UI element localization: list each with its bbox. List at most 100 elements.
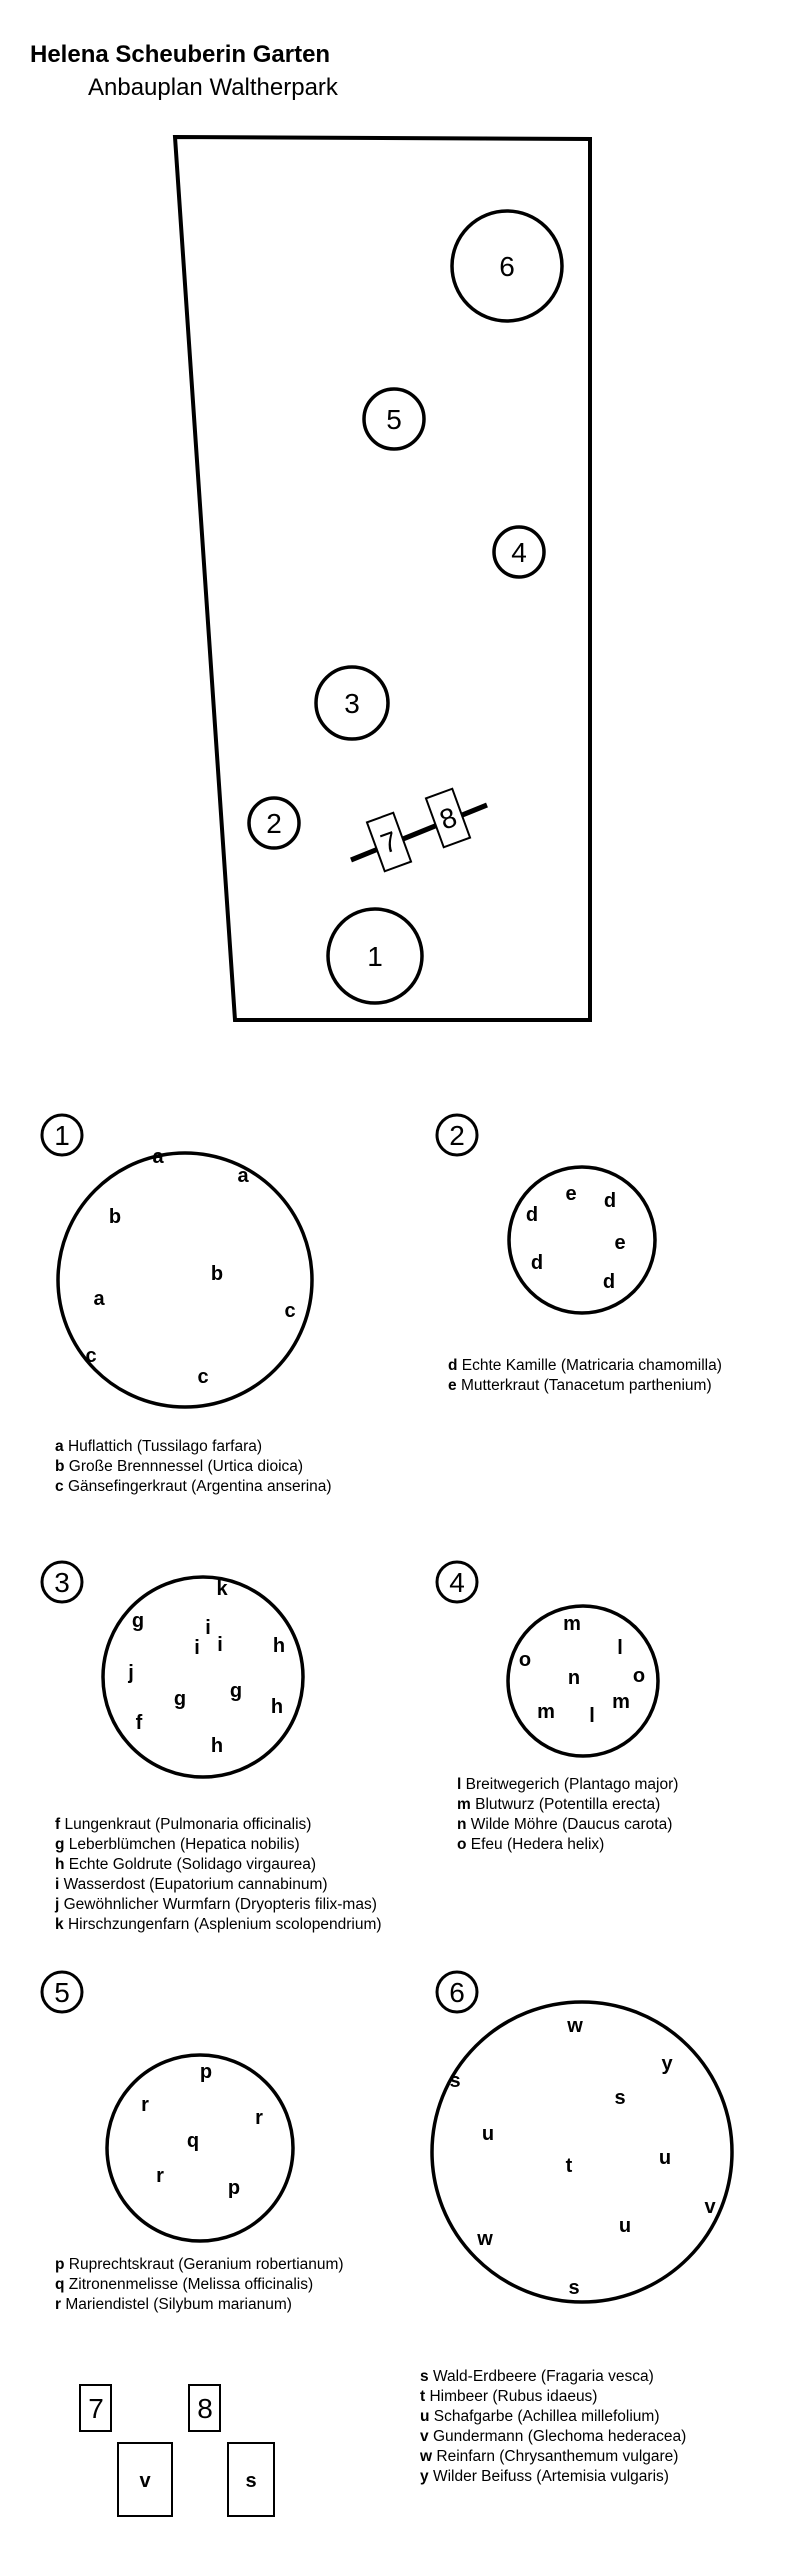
bed-4-plant: o [519,1649,531,1671]
bed-6-plant: w [476,2228,493,2250]
bed-1-badge-number: 1 [54,1120,70,1151]
bed-5-badge-number: 5 [54,1977,70,2008]
bed-2-plant: d [604,1190,616,1212]
box-7-planter [117,2442,173,2517]
plan-box-7: 7 [365,811,413,873]
bed-4-detail: 4 m l o n o m m l l Breitwegerich (Plant… [435,1560,683,1853]
box-7-plant: v [139,2470,151,2492]
bed-5-plant: r [141,2094,149,2116]
bed-5-plant: p [228,2177,240,2199]
bed-1-plant: a [93,1288,105,1310]
plan-box-8: 8 [424,787,472,849]
bed-1-detail: 1 a a b a b c c c a Huflattich (Tussilag… [40,1113,332,1495]
bed-4-legend: l Breitwegerich (Plantago major) m Blutw… [457,1776,683,1853]
bed-4-circle [506,1604,660,1758]
bed-4-plant: l [617,1637,623,1659]
bed-4-badge-number: 4 [449,1567,465,1598]
bed-6-badge-number: 6 [449,1977,465,2008]
bed-3-plant: j [127,1662,134,1684]
bed-4-plant: n [568,1667,580,1689]
bed-3-circle [101,1575,305,1779]
bed-5-plant: p [200,2061,212,2083]
bed-1-plant: c [284,1300,295,1322]
bed-3-plant: k [216,1578,228,1600]
box-7-detail: 7 v [79,2384,173,2517]
bed-3-plant: h [211,1735,223,1757]
plan-bed-1 [326,907,424,1005]
bed-1-legend: a Huflattich (Tussilago farfara) b Große… [55,1438,332,1495]
box-8-number: 8 [197,2393,213,2424]
bed-6-plant: u [659,2147,671,2169]
plan-bed-5-number: 5 [386,404,402,435]
bed-5-plant: q [187,2130,199,2152]
bed-5-badge [40,1970,84,2014]
box-8-label-frame [188,2384,221,2432]
bed-3-detail: 3 k g i i i h j g g h f h f Lungenkraut … [40,1560,382,1933]
bed-5-plant: r [255,2107,263,2129]
plan-bed-6-number: 6 [499,251,515,282]
bed-3-plant: g [174,1688,186,1710]
bed-3-plant: h [271,1696,283,1718]
bed-1-plant: a [152,1146,164,1168]
bed-6-plant: y [661,2053,673,2075]
plot-outline [172,134,592,1022]
plan-bed-4-number: 4 [511,537,527,568]
bed-2-badge [435,1113,479,1157]
bed-4-plant: l [589,1705,595,1727]
bed-4-plant: m [563,1613,581,1635]
bed-2-plant: d [603,1271,615,1293]
plan-fence-line [350,802,488,863]
page-subtitle: Anbauplan Waltherpark [88,74,339,101]
bed-5-legend: p Ruprechtskraut (Geranium robertianum) … [55,2256,348,2313]
bed-2-plant: e [565,1183,576,1205]
bed-6-plant: s [614,2087,625,2109]
bed-4-plant: m [537,1701,555,1723]
box-8-plant: s [245,2470,256,2492]
bed-2-legend: d Echte Kamille (Matricaria chamomilla) … [448,1357,726,1394]
bed-6-detail: 6 w y s s u u t v u w s s Wald-Erdbeere … [419,1970,734,2485]
bed-2-plant: d [526,1204,538,1226]
bed-4-badge [435,1560,479,1604]
bed-1-plant: a [237,1165,249,1187]
bed-1-plant: b [211,1263,223,1285]
plan-bed-5 [362,387,426,451]
bed-2-detail: 2 e d d e d d d Echte Kamille (Matricari… [435,1113,726,1394]
bed-1-plant: b [109,1206,121,1228]
bed-4-plant: o [633,1665,645,1687]
plan-bed-1-number: 1 [367,941,383,972]
bed-3-plant: i [217,1634,223,1656]
plan-bed-3 [314,665,390,741]
plan-bed-2 [247,796,301,850]
box-7-number: 7 [88,2393,104,2424]
bed-2-plant: e [614,1232,625,1254]
bed-2-plant: d [531,1252,543,1274]
bed-6-plant: s [568,2277,579,2299]
bed-4-plant: m [612,1691,630,1713]
bed-3-plant: f [136,1712,143,1734]
bed-6-plant: u [619,2215,631,2237]
bed-6-legend: s Wald-Erdbeere (Fragaria vesca) t Himbe… [419,2368,691,2485]
bed-3-badge [40,1560,84,1604]
box-8-detail: 8 s [188,2384,275,2517]
bed-5-circle [105,2053,295,2243]
bed-2-badge-number: 2 [449,1120,465,1151]
bed-3-plant: g [230,1680,242,1702]
site-plan: 6 5 4 3 2 1 7 8 [172,134,592,1022]
bed-6-plant: w [566,2015,583,2037]
bed-1-plant: c [85,1345,96,1367]
bed-3-plant: i [205,1617,211,1639]
bed-1-circle [56,1151,314,1409]
box-8-planter [227,2442,275,2517]
bed-5-plant: r [156,2165,164,2187]
bed-1-plant: c [197,1366,208,1388]
bed-5-detail: 5 p r r q r p p Ruprechtskraut (Geranium… [40,1970,348,2313]
bed-6-plant: t [566,2155,573,2177]
bed-6-circle [430,2000,734,2304]
plan-bed-6 [450,209,564,323]
page-title: Helena Scheuberin Garten [30,41,330,68]
bed-1-badge [40,1113,84,1157]
bed-6-plant: u [482,2123,494,2145]
plan-bed-4 [492,525,546,579]
bed-3-plant: i [194,1637,200,1659]
